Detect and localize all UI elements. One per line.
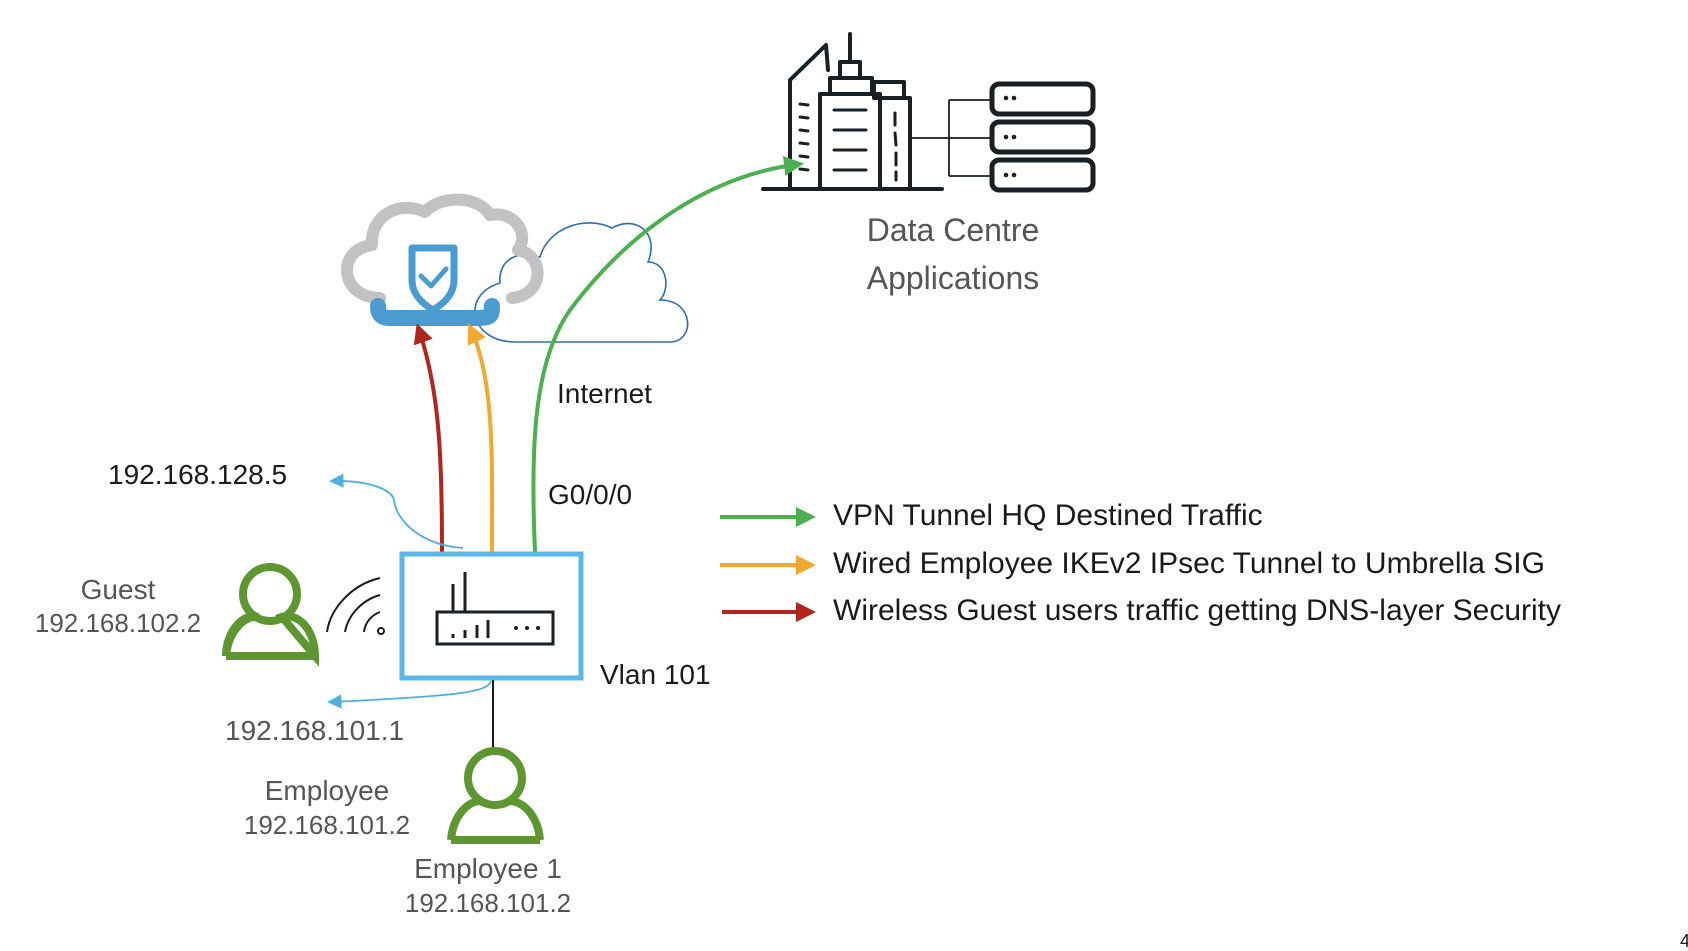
uplink-ip-arrow xyxy=(329,473,464,549)
employee-ip-label: 192.168.101.2 xyxy=(243,810,411,840)
router-status-dots xyxy=(514,626,540,630)
wireless-signal-icon xyxy=(326,577,385,635)
internet-label: Internet xyxy=(557,378,652,409)
data-centre-label-line2: Applications xyxy=(866,260,1040,296)
server-connector xyxy=(910,99,992,177)
gateway-ip-label: 192.168.101.1 xyxy=(225,715,405,746)
employee1-name-label: Employee 1 xyxy=(414,853,562,884)
dns-security-path xyxy=(413,323,444,553)
sig-tunnel-path xyxy=(467,323,495,553)
vpn-tunnel-path xyxy=(531,156,804,553)
guest-name-label: Guest xyxy=(80,574,156,605)
shield-check-icon xyxy=(408,244,458,314)
guest-user-icon xyxy=(222,563,320,667)
employee1-ip-label: 192.168.101.2 xyxy=(404,888,572,918)
data-centre-label-line1: Data Centre xyxy=(866,212,1040,248)
employee1-user-icon xyxy=(447,747,544,844)
legend-item-vpn: VPN Tunnel HQ Destined Traffic xyxy=(833,499,1263,532)
uplink-interface-label: G0/0/0 xyxy=(548,479,633,510)
legend-item-dns: Wireless Guest users traffic getting DNS… xyxy=(833,594,1562,627)
server-led-dots xyxy=(1003,95,1017,178)
guest-ip-label: 192.168.102.2 xyxy=(34,608,202,638)
router-icon xyxy=(435,572,555,646)
server-rack-icon xyxy=(989,81,1096,193)
legend-item-sig: Wired Employee IKEv2 IPsec Tunnel to Umb… xyxy=(833,547,1545,580)
umbrella-cloud-icon xyxy=(341,193,544,327)
vlan-label: Vlan 101 xyxy=(600,659,711,690)
gateway-ip-arrow xyxy=(327,680,492,709)
uplink-ip-label: 192.168.128.5 xyxy=(108,459,288,490)
page-number: 4 xyxy=(1680,931,1688,951)
employee-name-label: Employee xyxy=(264,775,390,806)
router-box[interactable] xyxy=(399,551,584,681)
building-icon xyxy=(761,32,944,191)
internet-cloud-icon xyxy=(474,222,689,343)
